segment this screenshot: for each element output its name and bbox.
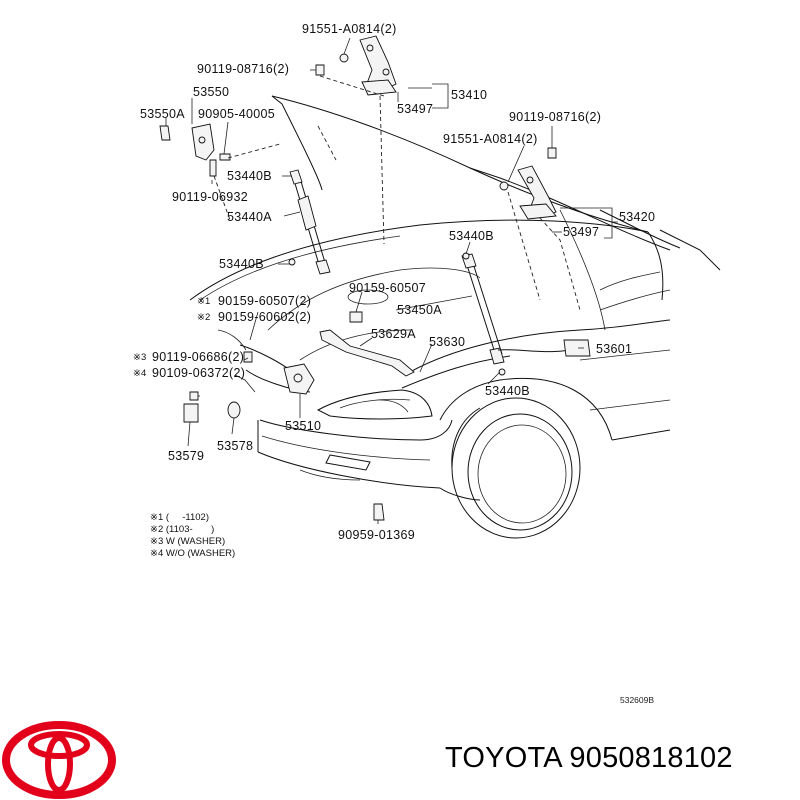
bolt-90119-06932 bbox=[209, 159, 217, 177]
bolt-90119-left bbox=[315, 64, 325, 76]
mark-1-a: ※1 bbox=[197, 296, 210, 307]
mark-3-a: ※3 bbox=[133, 352, 146, 363]
label-90959-01369: 90959-01369 bbox=[338, 528, 415, 542]
label-53440b-right: 53440B bbox=[449, 229, 494, 243]
label-53550a: 53550A bbox=[140, 107, 185, 121]
label-53601: 53601 bbox=[596, 342, 632, 356]
part-number-caption: TOYOTA 9050818102 bbox=[445, 742, 733, 774]
label-90119-06686-2: 90119-06686(2) bbox=[152, 350, 244, 364]
footnote-4: ※4 W/O (WASHER) bbox=[150, 548, 235, 559]
label-53420: 53420 bbox=[619, 210, 655, 224]
parts bbox=[159, 35, 591, 521]
cushion-53578 bbox=[227, 401, 241, 419]
hood-hinge-right bbox=[517, 165, 557, 220]
hood-hinge-upper bbox=[359, 35, 397, 96]
release-lever-53601 bbox=[563, 339, 591, 357]
cushion-53579 bbox=[183, 403, 199, 423]
label-53629a: 53629A bbox=[371, 327, 416, 341]
label-53550: 53550 bbox=[193, 85, 229, 99]
label-91551-a0814-upper: 91551-A0814(2) bbox=[302, 22, 397, 36]
label-90905-40005: 90905-40005 bbox=[198, 107, 275, 121]
hood-lock bbox=[189, 351, 315, 401]
label-53497-upper: 53497 bbox=[397, 102, 433, 116]
diagram-reference: 532609B bbox=[620, 695, 654, 705]
label-53440a: 53440A bbox=[227, 210, 272, 224]
label-53410: 53410 bbox=[451, 88, 487, 102]
toyota-logo-icon bbox=[2, 721, 116, 799]
part-labels: 91551-A0814(2) 90119-08716(2) 53550 5355… bbox=[133, 22, 655, 542]
footnote-3: ※3 W (WASHER) bbox=[150, 536, 225, 547]
label-90159-60507-2: 90159-60507(2) bbox=[218, 294, 311, 308]
clip-90959-01369 bbox=[373, 503, 385, 521]
label-90119-08716-left: 90119-08716(2) bbox=[197, 62, 289, 76]
label-90109-06372-2: 90109-06372(2) bbox=[152, 366, 245, 380]
clip-53440b-left bbox=[288, 258, 296, 266]
label-53578: 53578 bbox=[217, 439, 253, 453]
label-90159-60507: 90159-60507 bbox=[349, 281, 426, 295]
label-53440b-upper: 53440B bbox=[227, 169, 272, 183]
label-53510: 53510 bbox=[285, 419, 321, 433]
bolt-90119-right bbox=[547, 147, 557, 159]
label-53450a: 53450A bbox=[397, 303, 442, 317]
hood-lock-support bbox=[319, 311, 415, 377]
label-53497-right: 53497 bbox=[563, 225, 599, 239]
hood-bracket-53550 bbox=[159, 123, 231, 161]
label-53630: 53630 bbox=[429, 335, 465, 349]
leader-lines bbox=[165, 37, 618, 524]
label-90159-60602-2: 90159-60602(2) bbox=[218, 310, 311, 324]
label-91551-a0814-right: 91551-A0814(2) bbox=[443, 132, 538, 146]
footnote-1: ※1 ( -1102) bbox=[150, 512, 209, 523]
label-90119-06932: 90119-06932 bbox=[172, 190, 248, 204]
footnote-2: ※2 (1103- ) bbox=[150, 524, 214, 535]
footnotes: ※1 ( -1102) ※2 (1103- ) ※3 W (WASHER) ※4… bbox=[150, 512, 235, 559]
bolt-91551-right bbox=[499, 181, 509, 191]
label-90119-08716-right: 90119-08716(2) bbox=[509, 110, 601, 124]
label-53440b-lower: 53440B bbox=[485, 384, 530, 398]
hood-support-rod bbox=[289, 169, 331, 275]
bolt-91551-left bbox=[339, 53, 349, 63]
label-53579: 53579 bbox=[168, 449, 204, 463]
label-53440b-left: 53440B bbox=[219, 257, 264, 271]
mark-4-a: ※4 bbox=[133, 368, 146, 379]
vehicle-outline bbox=[189, 95, 721, 539]
clip-53440b-lower bbox=[498, 368, 506, 376]
hood-support-rod-right bbox=[461, 253, 505, 365]
mark-2-a: ※2 bbox=[197, 312, 210, 323]
